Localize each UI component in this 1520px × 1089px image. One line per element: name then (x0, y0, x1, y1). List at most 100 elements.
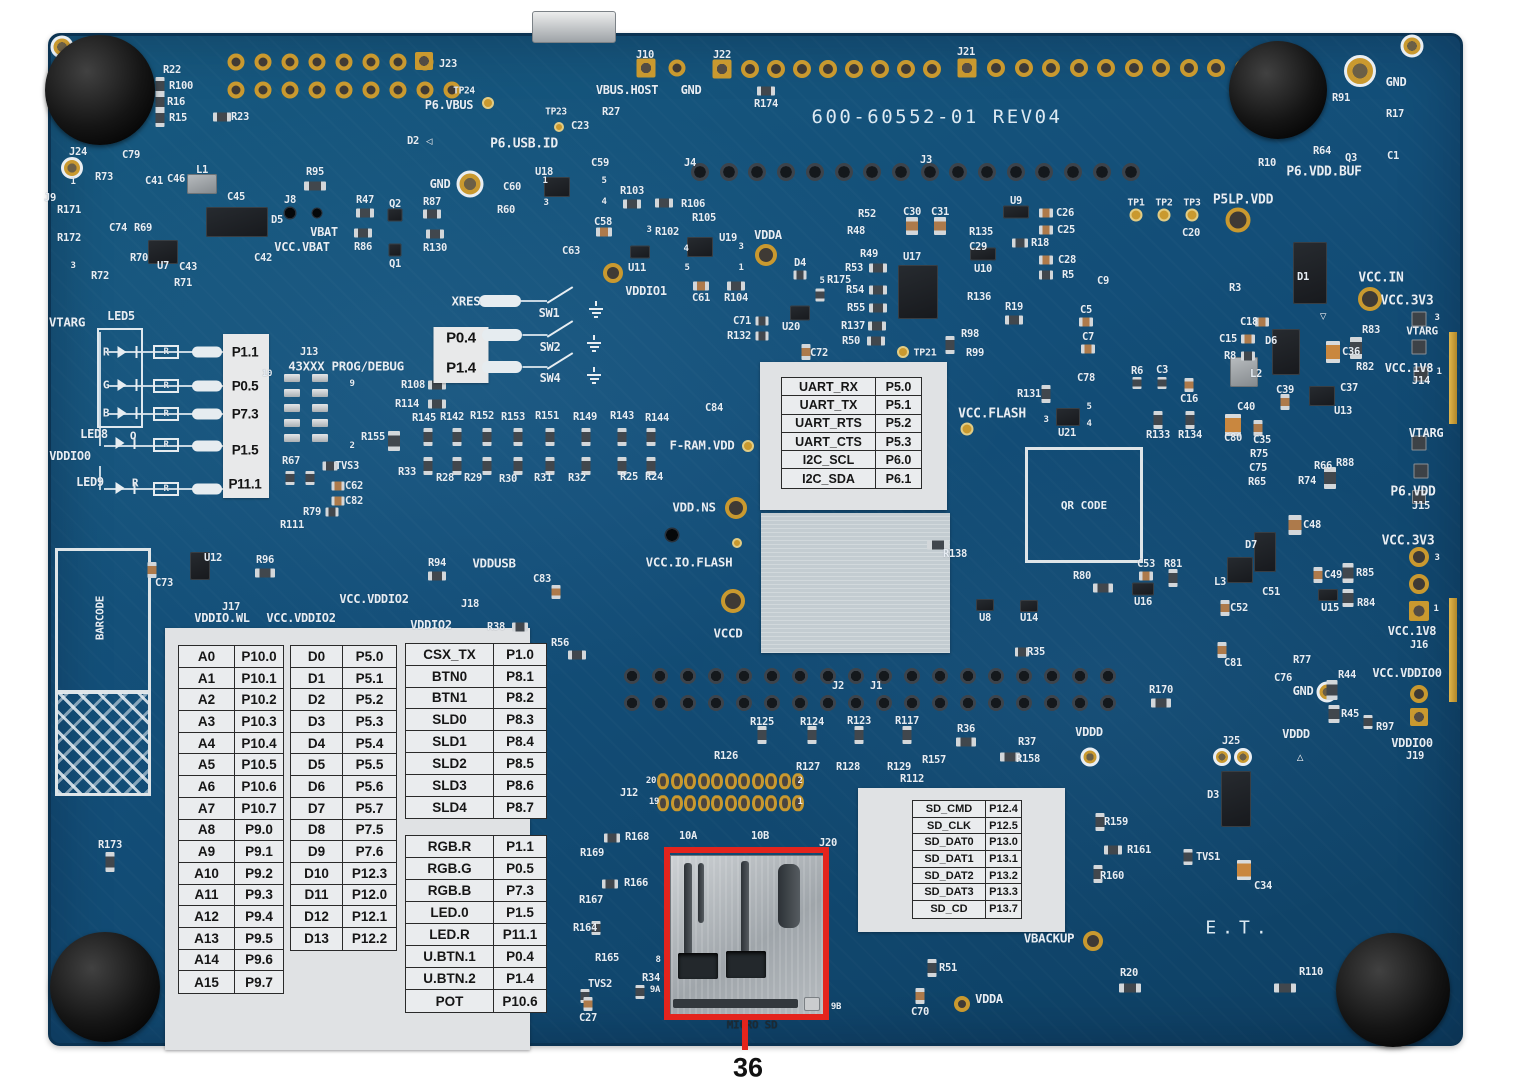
through-hole (820, 695, 836, 711)
silk-gnd: GND (429, 177, 451, 191)
silk-r25: R25 (619, 471, 639, 483)
header-hole-small (792, 773, 804, 789)
silk-j4: J4 (683, 157, 697, 169)
plated-hole (456, 170, 484, 198)
signal-name: A1 (179, 667, 235, 689)
silk-4: 4 (1086, 419, 1092, 429)
signal-name: D0 (291, 646, 343, 667)
ic-chip (1132, 582, 1154, 596)
solder-pad (284, 419, 300, 427)
silk-4: 4 (601, 197, 607, 207)
silk-r125: R125 (749, 716, 775, 728)
silk-vddd: VDDD (1075, 725, 1103, 739)
resistor (512, 622, 528, 632)
silk-c83: C83 (532, 573, 552, 585)
ground-symbol (586, 335, 602, 352)
resistor (604, 833, 620, 843)
header-hole-small (657, 773, 669, 789)
silk-c31: C31 (930, 206, 950, 218)
silk-1: 1 (797, 797, 803, 807)
resistor (1328, 705, 1340, 723)
silk-r74: R74 (1297, 475, 1317, 487)
silk-c23: C23 (570, 120, 590, 132)
signal-name: A3 (179, 711, 235, 732)
capacitor (1079, 317, 1093, 327)
white-label-strip (433, 327, 488, 383)
plated-hole (1213, 748, 1231, 766)
resistor (426, 229, 444, 239)
silk-r47: R47 (355, 194, 375, 206)
silk-c63: C63 (561, 245, 581, 257)
capacitor (1139, 571, 1153, 581)
port-pin: P9.4 (245, 909, 273, 925)
silk-c42: C42 (253, 252, 273, 264)
header-hole (443, 81, 461, 99)
signal-name: RGB.B (406, 880, 494, 901)
signal-name: A8 (179, 819, 235, 841)
silk-r73: R73 (94, 171, 114, 183)
resistor (1185, 411, 1195, 429)
silk-p6-vdd: P6.VDD (1390, 484, 1436, 500)
silk-: △ (1296, 750, 1304, 764)
port-pin: P0.4 (506, 949, 534, 964)
through-hole (652, 668, 668, 684)
header-hole-small (697, 773, 710, 789)
ic-chip (1227, 557, 1253, 583)
resistor (646, 457, 656, 475)
silk-r97: R97 (1375, 721, 1395, 733)
silk-c72: C72 (809, 347, 829, 359)
resistor (354, 228, 372, 238)
port-pin: P8.5 (506, 755, 534, 771)
header-hole (227, 81, 245, 99)
silk-p0-4: P0.4 (446, 329, 476, 347)
port-pin: P11.1 (502, 927, 538, 942)
capacitor (331, 496, 345, 506)
signal-name: SLD1 (406, 731, 494, 752)
silk-c41: C41 (144, 175, 164, 187)
silk-l3: L3 (1213, 576, 1227, 588)
header-hole-small (765, 795, 777, 811)
silk-p1-5: P1.5 (231, 442, 259, 458)
port-pin: P1.4 (506, 971, 534, 986)
signal-name: D12 (291, 906, 343, 927)
silk-r99: R99 (965, 347, 985, 359)
signal-name: UART_TX (782, 396, 876, 414)
silk-r37: R37 (1017, 736, 1037, 748)
signal-name: SD_DAT2 (913, 867, 986, 884)
header-hole (281, 53, 299, 71)
silk-c20: C20 (1181, 227, 1201, 239)
highlight-box-sd-slot[interactable] (664, 847, 829, 1020)
resistor (956, 737, 976, 747)
port-pin: P13.2 (989, 869, 1018, 882)
resistor (869, 303, 887, 313)
silk-p7-3: P7.3 (231, 406, 259, 422)
resistor (581, 457, 591, 475)
silk-c73: C73 (154, 577, 174, 589)
port-pin: P5.1 (355, 670, 384, 686)
silk-r84: R84 (1356, 597, 1376, 609)
silk-r126: R126 (713, 750, 739, 762)
silk-u19: U19 (718, 232, 738, 244)
silk-r91: R91 (1331, 92, 1351, 104)
silk-3: 3 (646, 225, 652, 235)
silk-d6: D6 (1264, 335, 1278, 347)
silk-c79: C79 (121, 149, 141, 161)
port-pin: P8.2 (506, 690, 534, 706)
silk-r27: R27 (601, 106, 621, 118)
silk-r29: R29 (463, 472, 483, 484)
header-hole-small (684, 773, 696, 789)
silk-5: 5 (684, 263, 690, 273)
through-hole (876, 695, 892, 711)
silk-c3: C3 (1155, 364, 1169, 376)
resistor (869, 285, 887, 295)
silk-r88: R88 (1335, 457, 1355, 469)
gold-through-hole (1409, 574, 1429, 594)
silk-2: 2 (349, 441, 355, 451)
